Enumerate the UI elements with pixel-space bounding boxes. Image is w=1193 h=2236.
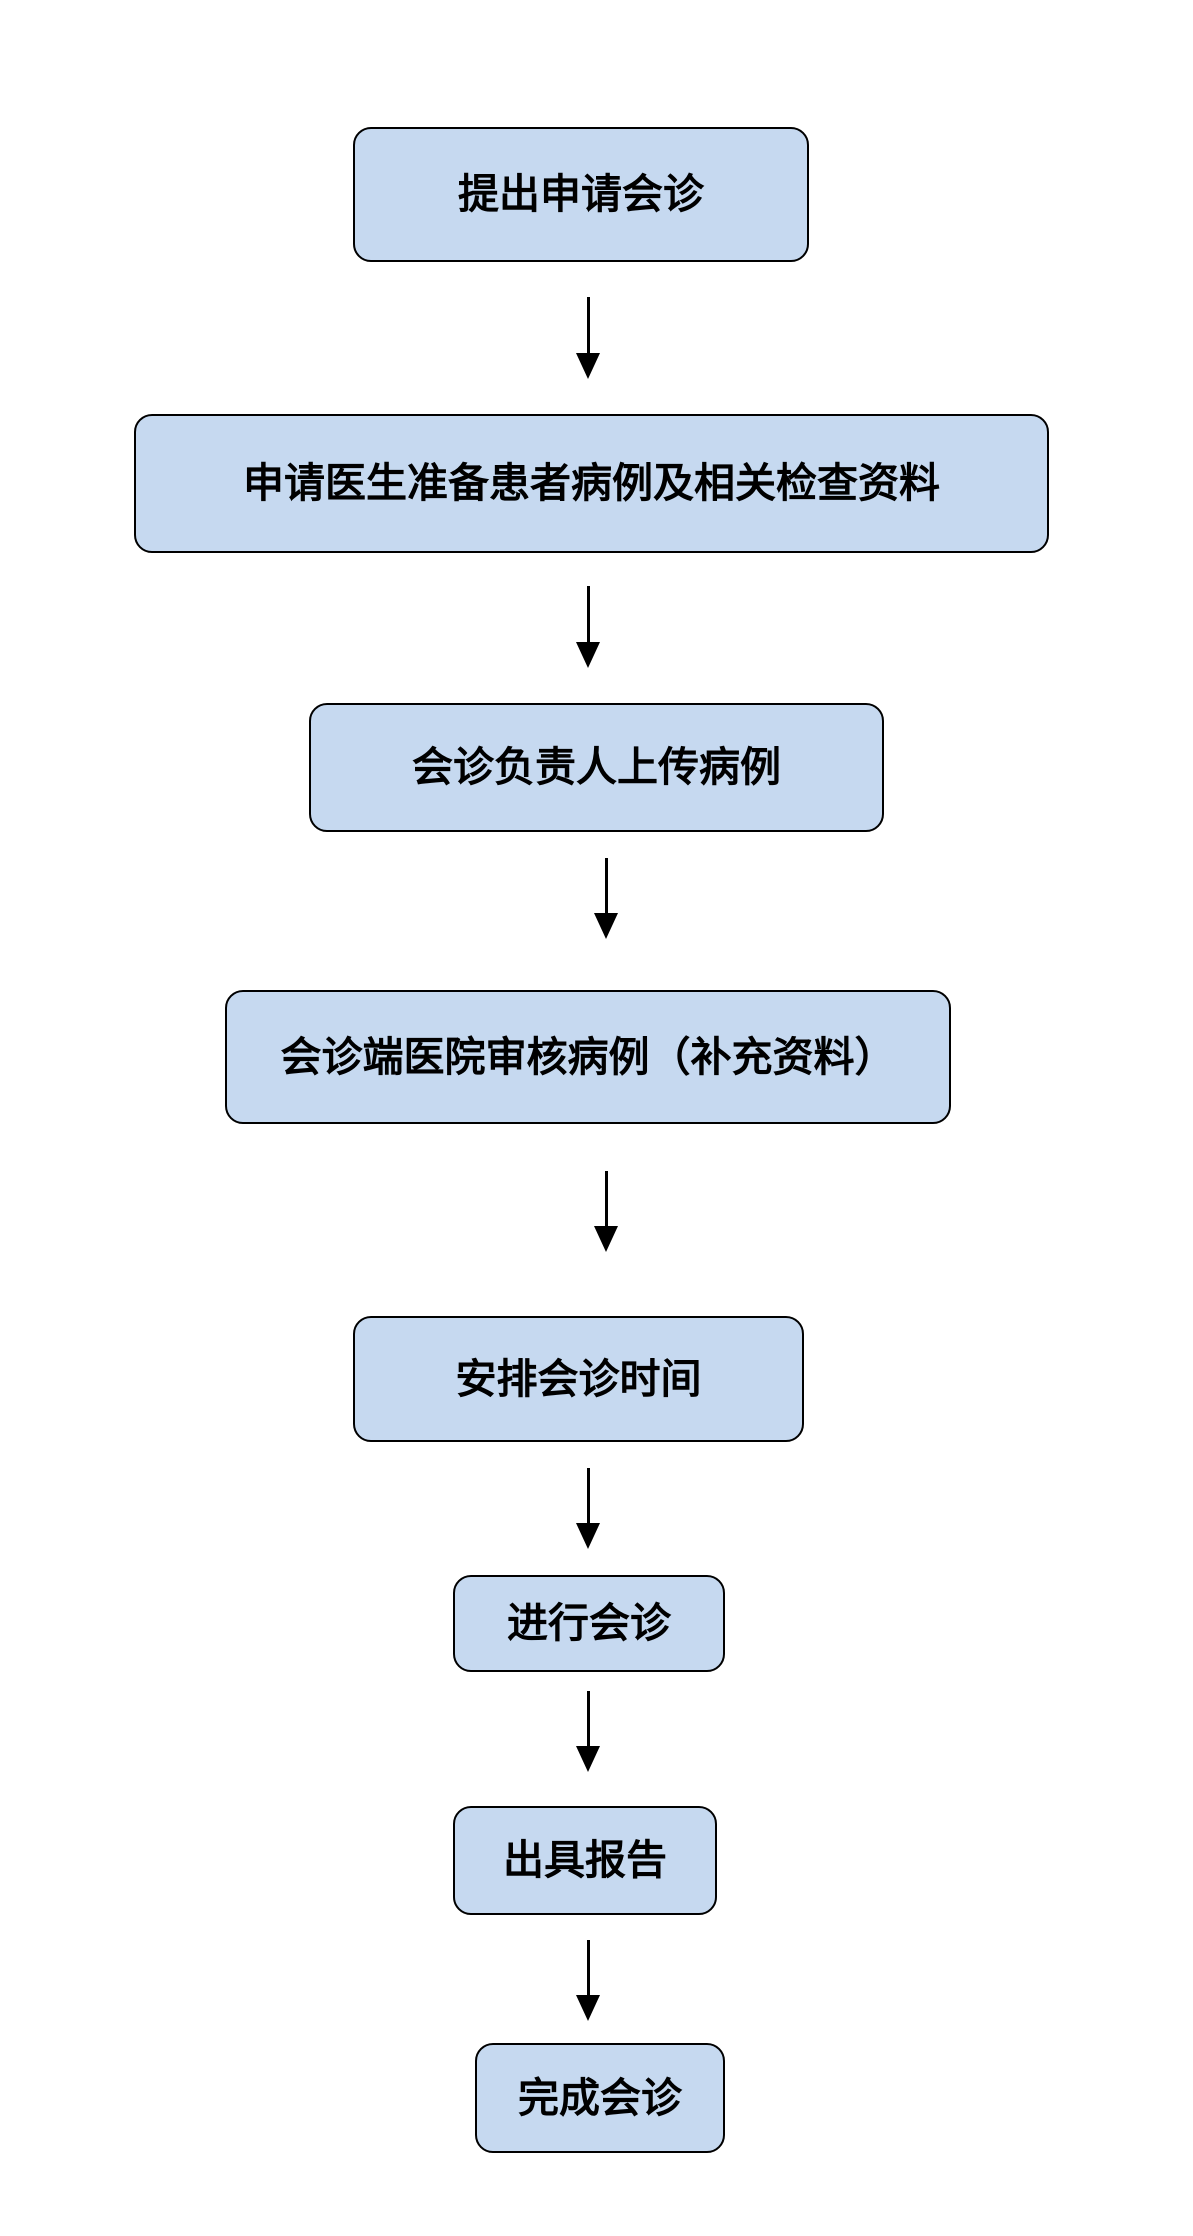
step-issue-report: 出具报告 — [453, 1806, 717, 1915]
step-label: 申请医生准备患者病例及相关检查资料 — [243, 459, 940, 507]
step-label: 进行会诊 — [507, 1599, 671, 1647]
step-complete-consultation: 完成会诊 — [475, 2043, 725, 2153]
step-label: 安排会诊时间 — [455, 1354, 702, 1403]
step-label: 提出申请会诊 — [458, 170, 704, 218]
arrow-down-icon — [591, 858, 621, 939]
step-conduct-consultation: 进行会诊 — [453, 1575, 725, 1672]
step-label: 会诊负责人上传病例 — [412, 743, 781, 791]
arrow-down-icon — [573, 1940, 603, 2021]
step-label: 会诊端医院审核病例（补充资料） — [280, 1032, 896, 1081]
arrow-down-icon — [573, 1691, 603, 1772]
step-label: 出具报告 — [503, 1836, 667, 1884]
step-prepare-records: 申请医生准备患者病例及相关检查资料 — [134, 414, 1049, 553]
step-schedule-time: 安排会诊时间 — [353, 1316, 804, 1442]
arrow-down-icon — [573, 586, 603, 668]
step-upload-records: 会诊负责人上传病例 — [309, 703, 884, 832]
arrow-down-icon — [591, 1171, 621, 1252]
step-label: 完成会诊 — [518, 2073, 682, 2122]
step-review-records: 会诊端医院审核病例（补充资料） — [225, 990, 951, 1124]
step-submit-request: 提出申请会诊 — [353, 127, 809, 262]
arrow-down-icon — [573, 1468, 603, 1549]
arrow-down-icon — [573, 297, 603, 379]
